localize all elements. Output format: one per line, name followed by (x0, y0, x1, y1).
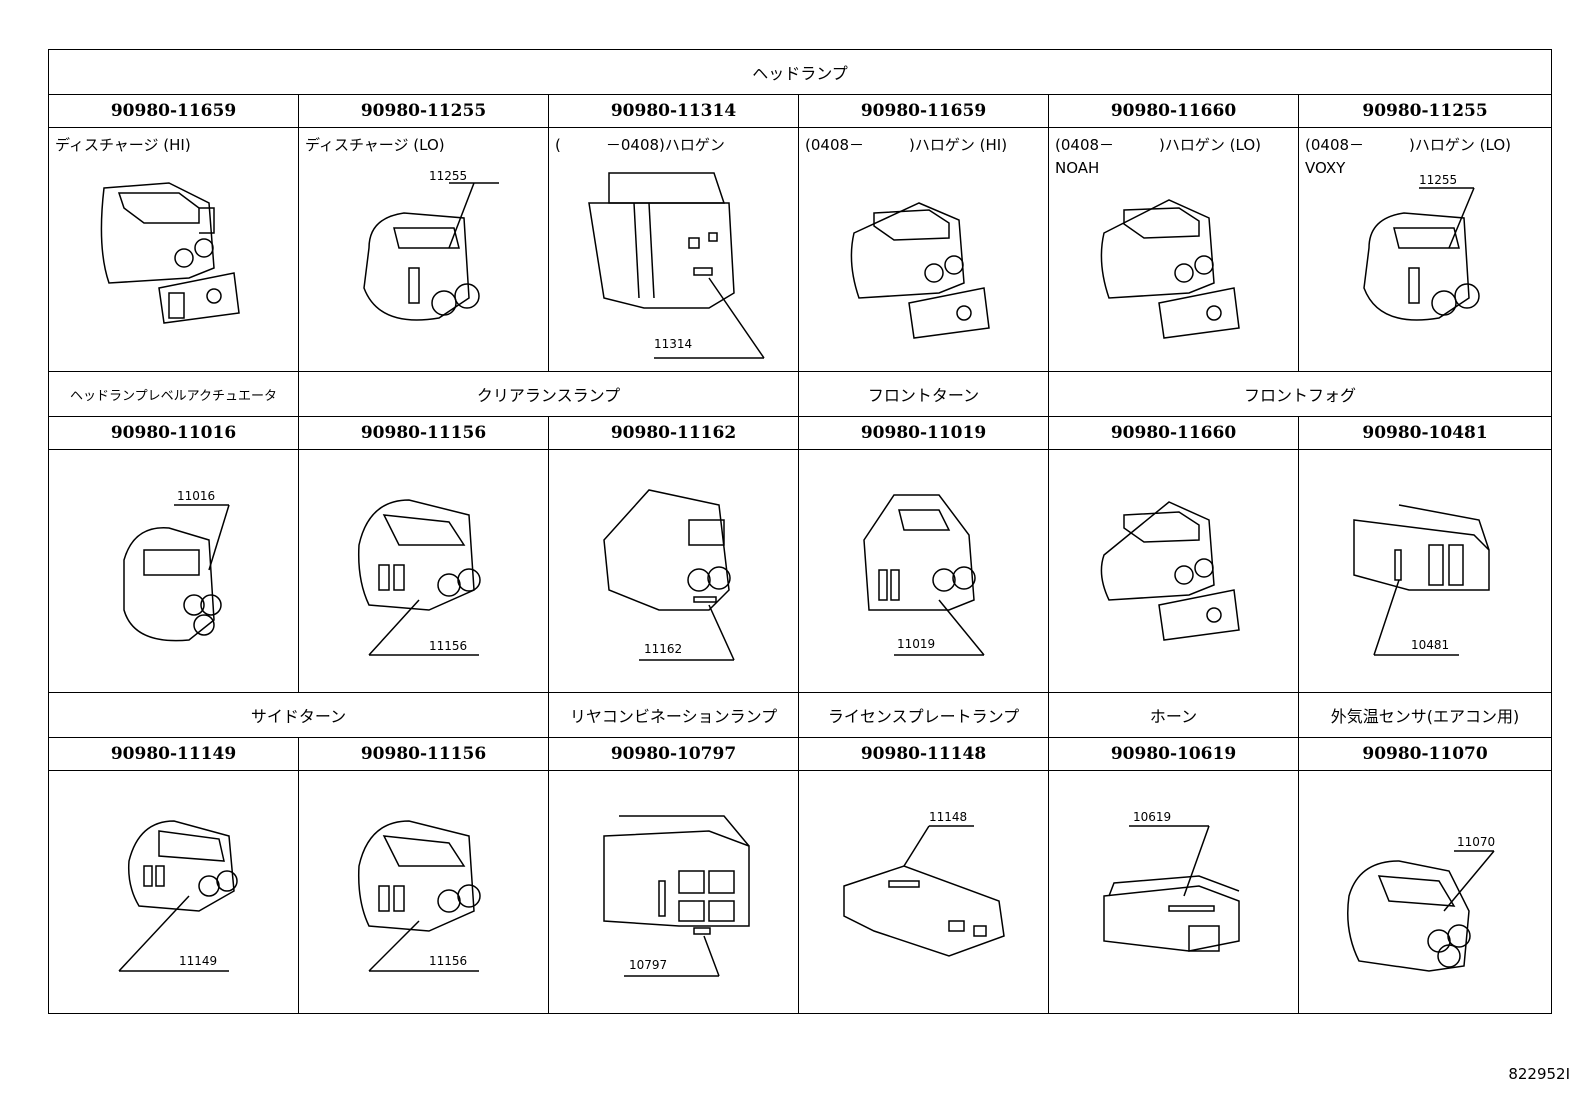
connector-illustration (100, 182, 240, 324)
section-rear-combination-lamp: リヤコンビネーションランプ (548, 692, 799, 738)
callout-number: 10797 (629, 958, 667, 972)
callout-number: 11156 (429, 954, 467, 968)
connector-illustration: 11314 (588, 172, 765, 359)
connector-illustration: 11156 (357, 499, 481, 656)
part-number: 90980-11255 (298, 94, 549, 128)
connector-illustration: 11255 (363, 169, 499, 321)
connector-cell: 11070 (1297, 770, 1553, 1014)
section-headlamp-leveling-actuator: ヘッドランプレベルアクチュエータ (48, 371, 299, 417)
connector-cell: 11019 (798, 449, 1049, 693)
part-number: 90980-10619 (1048, 737, 1299, 771)
part-number: 90980-11016 (48, 416, 299, 450)
part-number: 90980-11255 (1297, 94, 1553, 128)
part-number: 90980-11148 (798, 737, 1049, 771)
connector-illustration: 11162 (603, 489, 735, 661)
connector-cell: 10619 (1048, 770, 1299, 1014)
connector-cell: 11255 ディスチャージ (LO) (298, 127, 549, 372)
section-ambient-temp-sensor: 外気温センサ(エアコン用) (1297, 692, 1553, 738)
connector-illustration: 11070 (1347, 835, 1495, 972)
connector-description: (0408－ )ハロゲン (LO) NOAH (1055, 136, 1261, 177)
connector-illustration: 11156 (357, 820, 481, 972)
connector-cell: 11148 (798, 770, 1049, 1014)
callout-number: 11148 (929, 810, 967, 824)
connector-description: ( －0408)ハロゲン (555, 136, 725, 154)
connector-cell (1048, 449, 1299, 693)
callout-number: 11255 (429, 169, 467, 183)
section-clearance-lamp: クリアランスランプ (298, 371, 799, 417)
connector-illustration: 11019 (863, 494, 985, 656)
section-side-turn: サイドターン (48, 692, 549, 738)
connector-description: (0408－ )ハロゲン (LO) VOXY (1305, 136, 1511, 177)
part-number: 90980-11314 (548, 94, 799, 128)
connector-cell: 11149 (48, 770, 299, 1014)
connector-cell: (0408－ )ハロゲン (LO) NOAH (1048, 127, 1299, 372)
callout-number: 11314 (654, 337, 692, 351)
diagram-code: 822952I (1508, 1065, 1570, 1083)
part-number: 90980-11660 (1048, 94, 1299, 128)
part-number: 90980-11660 (1048, 416, 1299, 450)
connector-description: ディスチャージ (HI) (55, 136, 191, 154)
callout-number: 11070 (1457, 835, 1495, 849)
part-number: 90980-11149 (48, 737, 299, 771)
connector-illustration: 11148 (843, 810, 1005, 957)
callout-number: 11162 (644, 642, 682, 656)
connector-description: (0408－ )ハロゲン (HI) (805, 136, 1008, 154)
connector-illustration (1100, 501, 1240, 641)
connector-illustration (850, 202, 990, 339)
part-number: 90980-11659 (48, 94, 299, 128)
connector-cell: 10481 (1297, 449, 1553, 693)
section-front-fog: フロントフォグ (1047, 371, 1553, 417)
callout-number: 11255 (1419, 173, 1457, 187)
part-number: 90980-11156 (298, 416, 549, 450)
connector-cell: 10797 (548, 770, 799, 1014)
part-number: 90980-10797 (548, 737, 799, 771)
connector-illustration: 10619 (1103, 810, 1240, 952)
callout-number: 11016 (177, 489, 215, 503)
part-number: 90980-11156 (298, 737, 549, 771)
connector-illustration: 10481 (1353, 504, 1490, 656)
connector-illustration: 10797 (603, 815, 750, 977)
connector-cell: ディスチャージ (HI) (48, 127, 299, 372)
connector-illustration: 11016 (123, 489, 230, 642)
section-license-plate-lamp: ライセンスプレートランプ (798, 692, 1049, 738)
callout-number: 11019 (897, 637, 935, 651)
section-front-turn: フロントターン (798, 371, 1049, 417)
callout-number: 11156 (429, 639, 467, 653)
connector-cell: 11255 (0408－ )ハロゲン (LO) VOXY (1297, 127, 1553, 372)
connector-table: ヘッドランプ 90980-11659 90980-11255 90980-113… (47, 49, 1553, 1014)
section-headlamp: ヘッドランプ (47, 49, 1553, 95)
callout-number: 10619 (1133, 810, 1171, 824)
part-number: 90980-11659 (798, 94, 1049, 128)
connector-illustration (1100, 199, 1240, 339)
part-number: 90980-11019 (798, 416, 1049, 450)
section-horn: ホーン (1048, 692, 1299, 738)
part-number: 90980-10481 (1297, 416, 1553, 450)
connector-cell: 11156 (298, 770, 549, 1014)
part-number: 90980-11162 (548, 416, 799, 450)
connector-illustration: 11149 (118, 820, 238, 972)
part-number: 90980-11070 (1297, 737, 1553, 771)
connector-description: ディスチャージ (LO) (305, 136, 445, 154)
connector-cell: 11016 (48, 449, 299, 693)
connector-cell: 11156 (298, 449, 549, 693)
connector-illustration: 11255 (1363, 173, 1480, 321)
connector-cell: (0408－ )ハロゲン (HI) (798, 127, 1049, 372)
connector-cell: 11314 ( －0408)ハロゲン (548, 127, 799, 372)
connector-cell: 11162 (548, 449, 799, 693)
callout-number: 10481 (1411, 638, 1449, 652)
callout-number: 11149 (179, 954, 217, 968)
